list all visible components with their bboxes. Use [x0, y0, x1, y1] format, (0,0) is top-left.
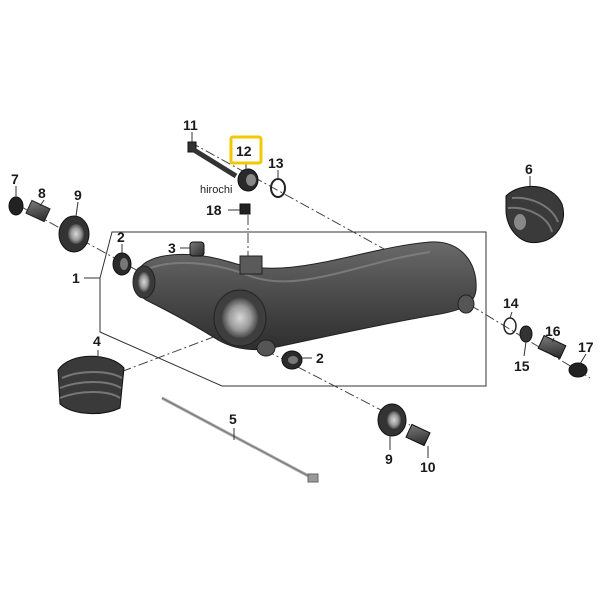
axis-left-lower [109, 329, 233, 377]
callout-9-lower: 9 [385, 451, 393, 467]
callout-7: 7 [11, 171, 19, 187]
leader-16 [551, 337, 555, 343]
part-8-pin [25, 199, 51, 223]
callout-12-highlight [229, 135, 263, 165]
callout-5: 5 [229, 411, 237, 427]
watermark: hirochi [200, 184, 232, 196]
part-14-o-ring [503, 317, 517, 335]
part-18-clip [239, 203, 251, 215]
callout-1: 1 [72, 270, 80, 286]
part-7-washer [8, 196, 24, 216]
part-17-cap [568, 362, 588, 378]
callout-9-upper: 9 [74, 187, 82, 203]
callout-14: 14 [503, 295, 519, 311]
leader-9a [75, 201, 79, 217]
callout-2-left: 2 [117, 229, 125, 245]
callout-18: 18 [206, 202, 222, 218]
part-3-bushing [189, 241, 205, 257]
part-4-boot [57, 355, 125, 415]
leader-15 [523, 341, 527, 357]
callout-4: 4 [93, 333, 101, 349]
part-6-gaiter [505, 185, 564, 244]
callout-17: 17 [578, 339, 594, 355]
axis-right [469, 304, 591, 379]
callout-10: 10 [420, 459, 436, 475]
part-2-bearing-lower [281, 350, 303, 370]
leader-14 [509, 311, 513, 319]
callout-13: 13 [268, 155, 284, 171]
leader-17 [579, 353, 587, 365]
leader-8 [39, 199, 45, 207]
callout-8: 8 [38, 185, 46, 201]
part-12-nut [237, 168, 259, 192]
callout-6: 6 [525, 161, 533, 177]
part-10-pin [405, 423, 431, 447]
callout-3: 3 [168, 240, 176, 256]
callout-12: 12 [236, 143, 252, 159]
part-5-cable-tie [161, 396, 319, 483]
callout-15: 15 [514, 358, 530, 374]
part-15-washer [519, 325, 533, 343]
part-9-bearing-lower [377, 403, 407, 437]
swing-arm [132, 241, 477, 357]
part-9-bearing-upper [58, 215, 90, 253]
callout-11: 11 [183, 117, 198, 133]
part-16-sleeve [537, 334, 567, 360]
assembly-frame [99, 231, 487, 387]
part-11-bolt [187, 141, 238, 179]
callout-16: 16 [545, 323, 561, 339]
part-2-bearing-left [112, 252, 132, 276]
callout-2-lower: 2 [316, 350, 324, 366]
axis-top [189, 141, 396, 256]
